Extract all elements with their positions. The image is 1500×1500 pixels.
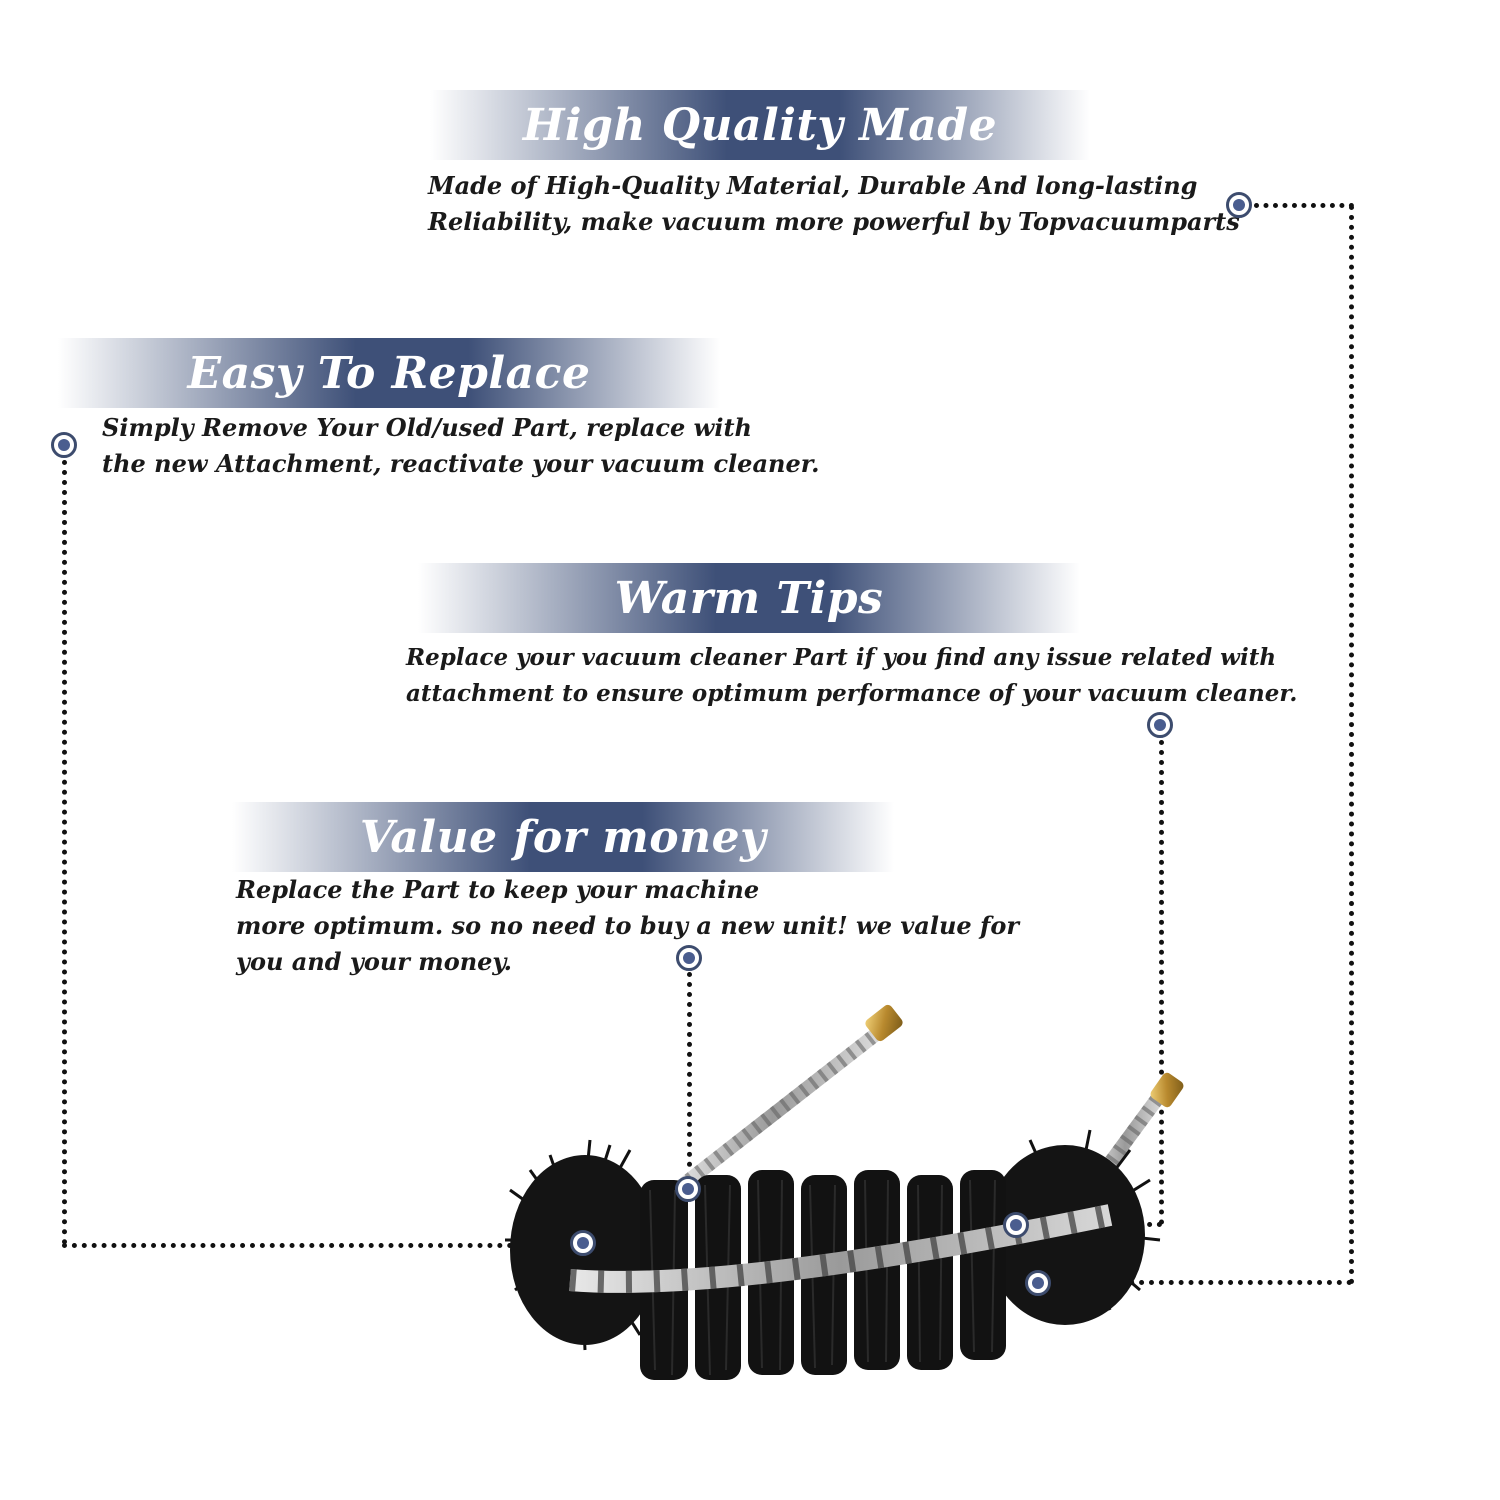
connector-line [687,972,692,1177]
description-easy-to-replace: Simply Remove Your Old/used Part, replac… [102,410,820,482]
callout-marker-icon [570,1230,596,1256]
banner-warm-tips: Warm Tips [418,563,1080,633]
banner-title: Value for money [359,811,767,863]
description-line: attachment to ensure optimum performance… [406,680,1298,707]
description-line: Simply Remove Your Old/used Part, replac… [102,413,752,442]
callout-marker-icon [676,945,702,971]
description-line: more optimum. so no need to buy a new un… [236,911,1019,940]
description-line: Reliability, make vacuum more powerful b… [428,207,1240,236]
connector-line [1060,1280,1352,1285]
banner-high-quality-made: High Quality Made [430,90,1090,160]
description-line: Made of High-Quality Material, Durable A… [428,171,1198,200]
banner-title: Easy To Replace [187,347,591,399]
connector-line [62,1243,582,1248]
description-warm-tips: Replace your vacuum cleaner Part if you … [406,640,1297,712]
connector-line [1159,740,1164,1225]
banner-value-for-money: Value for money [232,802,894,872]
description-line: Replace your vacuum cleaner Part if you … [406,644,1277,671]
banner-easy-to-replace: Easy To Replace [58,338,720,408]
description-value-for-money: Replace the Part to keep your machine mo… [236,872,1019,980]
banner-title: High Quality Made [522,99,998,151]
description-line: Replace the Part to keep your machine [236,875,760,904]
connector-line [62,460,67,1245]
banner-title: Warm Tips [614,572,884,624]
callout-marker-icon [675,1176,701,1202]
description-high-quality-made: Made of High-Quality Material, Durable A… [428,168,1240,240]
description-line: you and your money. [236,947,512,976]
connector-line [1254,203,1354,208]
callout-marker-icon [1147,712,1173,738]
callout-marker-icon [51,432,77,458]
description-line: the new Attachment, reactivate your vacu… [102,449,820,478]
callout-marker-icon [1226,192,1252,218]
roller-brush-image [505,1004,1184,1380]
callout-marker-icon [1025,1270,1051,1296]
connector-line [1349,205,1354,1285]
callout-marker-icon [1003,1212,1029,1238]
